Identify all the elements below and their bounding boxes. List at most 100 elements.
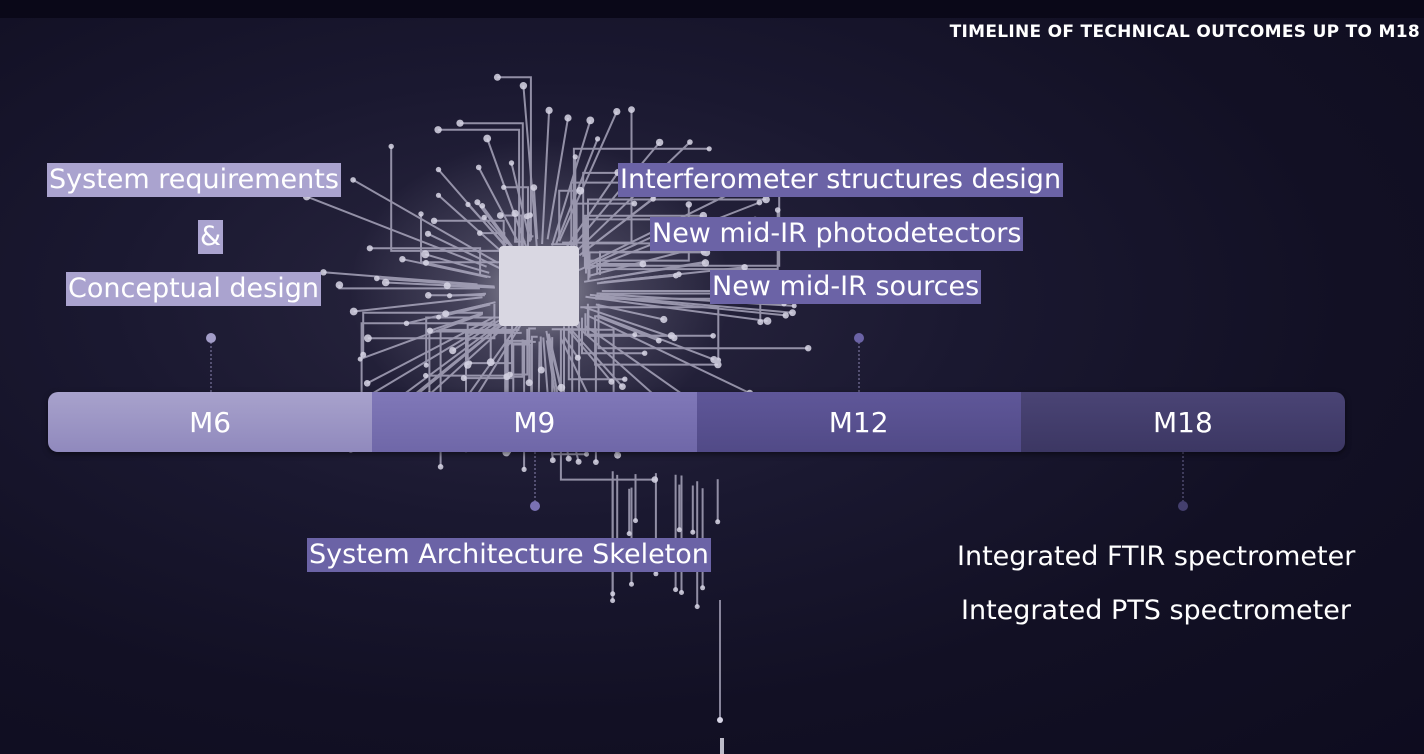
- circuit-node: [435, 166, 442, 173]
- circuit-node: [702, 259, 708, 265]
- circuit-node: [633, 518, 638, 524]
- circuit-node: [710, 356, 718, 364]
- milestone-m12: M12: [696, 392, 1021, 452]
- circuit-node: [710, 333, 716, 339]
- circuit-trace: [566, 141, 661, 255]
- circuit-node: [511, 209, 519, 217]
- circuit-trace: [425, 253, 490, 274]
- circuit-trace: [603, 273, 679, 284]
- circuit-trace: [429, 312, 484, 332]
- circuit-trace: [596, 263, 643, 275]
- circuit-node: [700, 585, 706, 591]
- circuit-trace: [563, 336, 579, 359]
- circuit-trace: [367, 303, 496, 340]
- circuit-node: [791, 303, 797, 309]
- m9-outcome-1: System Architecture Skeleton: [307, 538, 711, 572]
- circuit-node: [501, 184, 507, 190]
- circuit-trace: [588, 315, 751, 395]
- circuit-node: [626, 531, 632, 537]
- circuit-node: [479, 203, 486, 209]
- circuit-node: [679, 590, 684, 595]
- circuit-trace: [541, 110, 551, 245]
- circuit-node: [537, 366, 545, 374]
- circuit-node: [456, 119, 464, 127]
- circuit-node: [360, 351, 367, 358]
- circuit-node: [676, 527, 682, 533]
- circuit-trace: [469, 321, 513, 365]
- circuit-trace: [558, 189, 581, 239]
- circuit-node: [449, 347, 457, 355]
- circuit-node: [434, 126, 442, 134]
- circuit-trace: [369, 247, 482, 274]
- circuit-node: [565, 455, 572, 462]
- circuit-node: [622, 376, 628, 382]
- circuit-node: [628, 106, 635, 113]
- circuit-node: [465, 201, 471, 208]
- circuit-trace: [580, 306, 720, 361]
- circuit-node: [423, 259, 429, 266]
- circuit-trace: [353, 296, 483, 313]
- circuit-trace: [597, 303, 809, 350]
- circuit-node: [639, 260, 647, 268]
- circuit-trace: [500, 214, 523, 252]
- circuit-node: [572, 154, 578, 160]
- circuit-trace: [572, 147, 710, 260]
- milestone-m6: M6: [48, 392, 373, 452]
- circuit-node: [436, 314, 442, 320]
- circuit-node: [425, 292, 432, 299]
- m6-outcome-3: Conceptual design: [66, 272, 321, 306]
- circuit-node: [403, 320, 410, 326]
- circuit-node: [527, 212, 533, 218]
- circuit-node: [481, 214, 487, 221]
- circuit-node: [381, 278, 390, 287]
- circuit-trace: [529, 215, 534, 238]
- circuit-node: [650, 196, 656, 202]
- diagram-title: TIMELINE OF TECHNICAL OUTCOMES UP TO M18: [949, 22, 1420, 42]
- milestone-m18: M18: [1020, 392, 1345, 452]
- m6-outcome-2: &: [198, 220, 224, 254]
- circuit-trace: [595, 303, 665, 321]
- circuit-node: [586, 116, 595, 125]
- circuit-node: [443, 282, 451, 290]
- circuit-node: [789, 309, 796, 317]
- circuit-trace: [589, 293, 793, 314]
- circuit-trace: [539, 336, 543, 371]
- circuit-node: [350, 177, 356, 183]
- circuit-node: [613, 108, 621, 116]
- circuit-node: [545, 106, 553, 114]
- circuit-node: [706, 146, 712, 152]
- circuit-node: [486, 358, 495, 367]
- circuit-node: [655, 138, 664, 147]
- circuit-node: [757, 319, 764, 326]
- circuit-node: [667, 332, 676, 340]
- milestone-m9: M9: [372, 392, 697, 452]
- circuit-node: [496, 212, 504, 219]
- circuit-trace: [306, 195, 487, 268]
- circuit-node: [349, 307, 358, 316]
- circuit-node: [715, 519, 721, 525]
- top-band: [0, 0, 1424, 18]
- circuit-node: [714, 360, 722, 369]
- circuit-node: [507, 371, 513, 378]
- circuit-trace: [514, 213, 526, 243]
- circuit-node: [715, 357, 722, 364]
- circuit-node: [530, 184, 538, 191]
- circuit-node: [447, 293, 453, 299]
- circuit-node: [584, 451, 589, 457]
- circuit-node: [685, 201, 692, 208]
- circuit-node: [805, 345, 812, 352]
- circuit-trace: [528, 327, 536, 383]
- circuit-trace: [467, 203, 507, 247]
- circuit-node: [619, 383, 626, 390]
- circuit-trace: [483, 216, 509, 245]
- circuit-node: [508, 160, 515, 166]
- circuit-trace: [596, 314, 715, 361]
- circuit-node: [430, 217, 438, 224]
- m6-outcome-1: System requirements: [47, 163, 341, 197]
- circuit-node: [363, 380, 371, 387]
- circuit-trace: [573, 141, 691, 255]
- circuit-node: [335, 281, 344, 289]
- circuit-trace: [575, 202, 635, 254]
- m18-outcome-1: Integrated FTIR spectrometer: [957, 541, 1356, 572]
- circuit-node: [525, 379, 533, 387]
